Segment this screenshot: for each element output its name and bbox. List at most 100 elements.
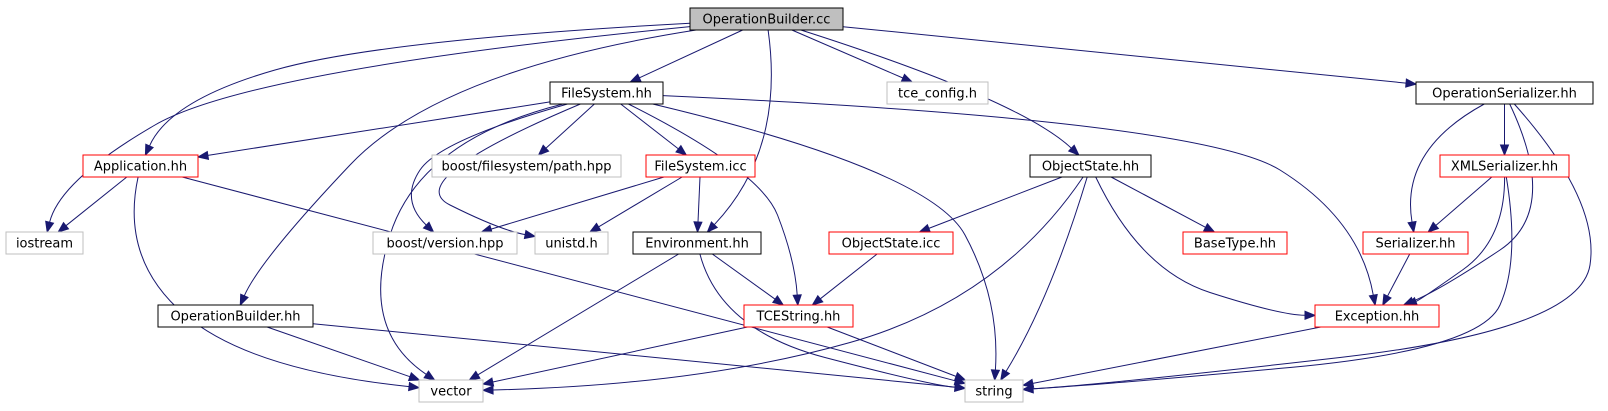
node-label: FileSystem.hh [561,87,652,102]
node-objectstate-icc[interactable]: ObjectState.icc [828,231,954,255]
arrowhead-opbuilder_hh-to-string [954,382,967,392]
node-box [1182,231,1288,255]
node-exception[interactable]: Exception.hh [1314,304,1440,328]
arrowhead-opbuilder_cc-to-filesystem_hh [629,73,642,83]
edge-serializer-to-exception [1387,253,1411,297]
arrowhead-objectstate_hh-to-exception [1304,310,1317,321]
node-xmlserializer[interactable]: XMLSerializer.hh [1439,154,1570,178]
node-box [157,304,314,328]
node-box [1362,231,1469,255]
edge-filesystem_hh-to-unistd [438,103,581,236]
edge-opserializer-to-exception [1412,103,1534,302]
node-boost-path: boost/filesystem/path.hpp [431,154,622,178]
node-box [1439,154,1570,178]
arrowhead-opbuilder_cc-to-iostream [45,220,55,234]
edge-opbuilder_cc-to-tce_config [791,29,904,79]
node-box [964,379,1024,403]
edge-objectstate_hh-to-string [1005,176,1088,372]
edge-filesystem_hh-to-string [652,103,997,371]
node-application[interactable]: Application.hh [82,154,199,178]
node-box [1314,304,1440,328]
node-opbuilder-hh[interactable]: OperationBuilder.hh [157,304,314,328]
arrowhead-filesystem_hh-to-exception [1368,293,1378,307]
edge-filesystem_hh-to-application [207,101,551,156]
node-label: BaseType.hh [1194,237,1276,252]
node-opserializer[interactable]: OperationSerializer.hh [1415,81,1594,105]
edge-opbuilder_cc-to-environment [713,29,772,226]
edge-filesystem_hh-to-boost_version [410,103,568,226]
graph-edges [45,22,1592,395]
arrowhead-opbuilder_cc-to-opbuilder_hh [239,293,249,307]
arrowhead-opserializer-to-serializer [1407,220,1417,234]
edge-objectstate_hh-to-vector [492,176,1084,391]
node-label: Environment.hh [645,237,749,252]
edge-opbuilder_cc-to-iostream [49,26,691,223]
node-vector: vector [418,379,484,403]
arrowhead-filesystem_hh-to-filesystem_icc [675,144,688,156]
node-label: tce_config.h [898,87,977,102]
edge-environment-to-vector [477,253,679,376]
arrowhead-opserializer-to-xmlserializer [1499,144,1510,157]
arrowhead-opbuilder_cc-to-opserializer [1405,78,1418,88]
node-label: unistd.h [545,237,598,252]
edge-opbuilder_cc-to-filesystem_hh [639,29,743,79]
arrowhead-serializer-to-exception [1382,293,1392,307]
node-label: TCEString.hh [756,310,841,325]
edge-filesystem_icc-to-boost_version [490,176,665,230]
node-box [418,379,484,403]
arrowhead-filesystem_icc-to-unistd [588,222,602,233]
node-label: Serializer.hh [1376,237,1456,252]
node-box [431,154,622,178]
node-label: iostream [16,237,73,252]
edge-application-to-vector [133,176,410,388]
node-unistd: unistd.h [534,231,609,255]
arrowhead-filesystem_hh-to-string [990,369,1001,382]
node-string: string [964,379,1024,403]
edge-opserializer-to-string [1032,103,1592,390]
edge-filesystem_hh-to-exception [662,95,1374,296]
edge-opbuilder_cc-to-application [149,22,691,147]
node-filesystem-icc[interactable]: FileSystem.icc [645,154,756,178]
node-filesystem-hh[interactable]: FileSystem.hh [549,81,664,105]
node-box [1415,81,1594,105]
edge-xmlserializer-to-serializer [1435,176,1493,226]
node-box [82,154,199,178]
arrowhead-filesystem_icc-to-environment [693,221,703,234]
edge-objectstate_hh-to-basetype [1110,176,1206,228]
edge-filesystem_hh-to-vector [380,103,564,375]
node-tce-config: tce_config.h [886,81,989,105]
edge-opbuilder_cc-to-opbuilder_hh [243,29,697,297]
arrowhead-exception-to-string [1021,378,1035,388]
arrowhead-objectstate_hh-to-string [1000,368,1011,382]
arrowhead-tcestring-to-string [953,371,967,381]
arrowhead-opbuilder_hh-to-vector [407,372,421,382]
arrowhead-filesystem_hh-to-boost_path [537,144,550,156]
node-serializer[interactable]: Serializer.hh [1362,231,1469,255]
node-environment[interactable]: Environment.hh [632,231,762,255]
arrowhead-objectstate_hh-to-basetype [1202,222,1216,233]
arrowhead-application-to-vector [408,381,421,392]
node-opbuilder-cc[interactable]: OperationBuilder.cc [689,7,844,31]
node-basetype[interactable]: BaseType.hh [1182,231,1288,255]
edge-opbuilder_hh-to-vector [266,326,411,378]
node-objectstate-hh[interactable]: ObjectState.hh [1029,154,1152,178]
node-label: string [975,385,1012,400]
arrowhead-environment-to-vector [468,370,481,381]
node-iostream: iostream [5,231,84,255]
node-label: FileSystem.icc [654,160,746,175]
node-label: XMLSerializer.hh [1451,160,1558,175]
edge-filesystem_hh-to-filesystem_icc [620,103,679,150]
node-tcestring[interactable]: TCEString.hh [743,304,854,328]
node-box [534,231,609,255]
edge-environment-to-tcestring [712,253,776,300]
arrowhead-opbuilder_cc-to-application [144,143,154,157]
edge-opserializer-to-serializer [1410,103,1485,223]
arrowhead-environment-to-tcestring [771,295,785,306]
arrowhead-opbuilder_cc-to-tce_config [900,73,914,83]
edge-xmlserializer-to-exception [1415,176,1506,302]
edge-application-to-iostream [65,176,128,227]
arrowhead-filesystem_hh-to-vector [423,370,436,381]
edge-filesystem_hh-to-tcestring [628,103,798,296]
